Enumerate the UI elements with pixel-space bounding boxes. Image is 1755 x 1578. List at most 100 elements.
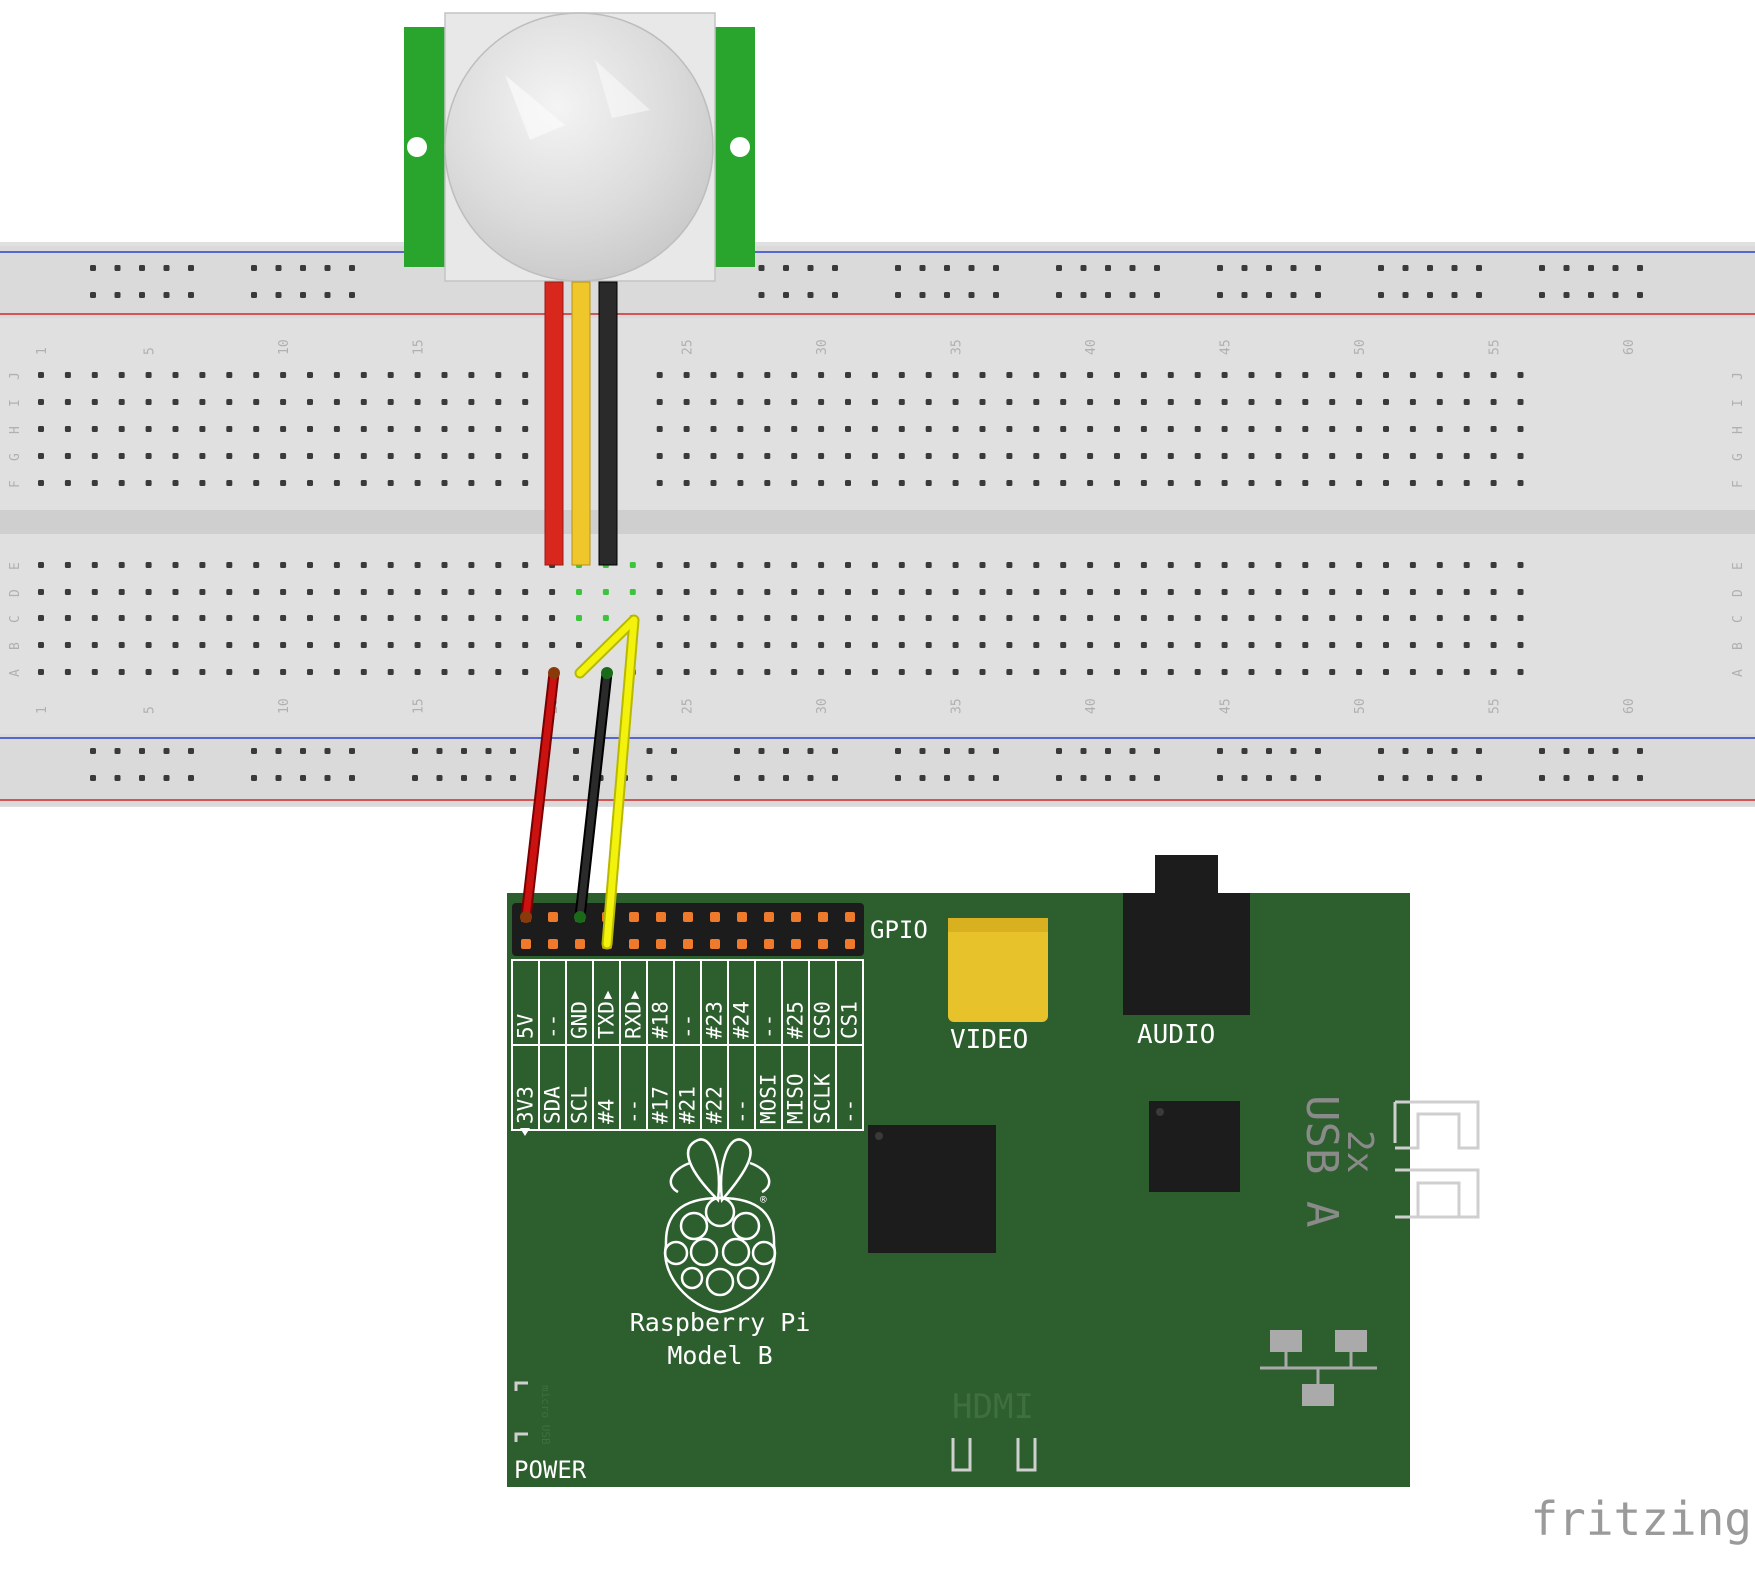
breadboard-hole xyxy=(280,615,287,621)
breadboard-hole xyxy=(145,615,152,621)
breadboard-hole xyxy=(818,426,825,432)
breadboard-hole xyxy=(871,562,878,568)
rail-hole xyxy=(114,265,121,271)
breadboard-hole xyxy=(1490,453,1497,459)
breadboard-hole xyxy=(1275,426,1282,432)
breadboard-hole xyxy=(791,562,798,568)
breadboard-hole xyxy=(1114,426,1120,432)
breadboard-hole xyxy=(1167,615,1174,621)
breadboard-hole xyxy=(683,453,690,459)
rail-hole xyxy=(1105,265,1111,271)
breadboard-hole xyxy=(199,480,206,486)
breadboard-hole xyxy=(1490,669,1497,675)
breadboard-hole xyxy=(1517,399,1524,405)
breadboard-hole xyxy=(1329,372,1336,378)
breadboard-hole xyxy=(602,589,609,595)
rail-hole xyxy=(919,748,926,754)
breadboard-hole xyxy=(387,480,394,486)
breadboard-hole xyxy=(1275,589,1282,595)
rail-hole xyxy=(300,292,306,298)
rail-hole xyxy=(1378,292,1384,298)
breadboard-hole xyxy=(199,453,206,459)
breadboard-hole xyxy=(414,372,421,378)
breadboard-hole xyxy=(818,589,825,595)
breadboard-hole xyxy=(952,562,959,568)
breadboard-hole xyxy=(1248,480,1255,486)
rail-hole xyxy=(139,775,145,781)
wire-black-end-bb xyxy=(601,667,613,679)
breadboard-hole xyxy=(1221,426,1228,432)
breadboard-hole xyxy=(1087,562,1094,568)
pin1-marker xyxy=(520,1128,530,1136)
breadboard-hole xyxy=(360,480,367,486)
breadboard-hole xyxy=(307,589,313,595)
breadboard-hole xyxy=(1060,399,1067,405)
breadboard-hole xyxy=(764,589,771,595)
row-letter: I xyxy=(1731,399,1746,407)
pin-label-bottom: MOSI xyxy=(757,1073,781,1124)
breadboard-hole xyxy=(1463,453,1470,459)
breadboard-hole xyxy=(871,453,878,459)
breadboard-hole xyxy=(818,642,825,648)
column-number-bottom: 35 xyxy=(950,698,965,714)
breadboard-hole xyxy=(307,642,313,648)
rail-hole xyxy=(188,292,194,298)
breadboard-hole xyxy=(1302,480,1309,486)
rail-hole xyxy=(349,265,355,271)
rail-hole xyxy=(1378,775,1384,781)
breadboard-hole xyxy=(1409,615,1416,621)
breadboard-hole xyxy=(952,426,959,432)
rail-hole xyxy=(832,292,838,298)
breadboard-hole xyxy=(1436,399,1443,405)
breadboard-hole xyxy=(307,669,313,675)
row-letter: D xyxy=(8,589,23,597)
breadboard-hole xyxy=(1248,589,1255,595)
breadboard-hole xyxy=(1356,615,1363,621)
breadboard-hole xyxy=(764,615,771,621)
rail-hole xyxy=(734,748,740,754)
breadboard-hole xyxy=(522,426,529,432)
breadboard-hole xyxy=(683,372,690,378)
column-number-bottom: 15 xyxy=(412,698,427,714)
rail-hole xyxy=(1612,775,1619,781)
rail-hole xyxy=(895,775,901,781)
breadboard-hole xyxy=(307,480,313,486)
breadboard-hole xyxy=(145,372,152,378)
breadboard-hole xyxy=(1114,615,1120,621)
rail-hole xyxy=(993,292,999,298)
breadboard-hole xyxy=(1006,480,1013,486)
breadboard-hole xyxy=(818,669,825,675)
breadboard-hole xyxy=(307,426,313,432)
breadboard-hole xyxy=(468,453,475,459)
breadboard-hole xyxy=(145,453,152,459)
rail-hole xyxy=(1056,292,1062,298)
row-letter: J xyxy=(1731,372,1746,380)
rail-hole xyxy=(1056,775,1062,781)
row-letter: C xyxy=(1731,615,1746,623)
breadboard-hole xyxy=(737,589,744,595)
breadboard-hole xyxy=(253,372,260,378)
breadboard-hole xyxy=(118,453,125,459)
breadboard-hole xyxy=(845,615,851,621)
breadboard-hole xyxy=(1490,562,1497,568)
gpio-pin xyxy=(710,912,720,922)
breadboard-hole xyxy=(64,562,71,568)
breadboard-hole xyxy=(871,426,878,432)
breadboard-hole xyxy=(1248,399,1255,405)
breadboard-hole xyxy=(952,399,959,405)
breadboard-hole xyxy=(1114,642,1120,648)
breadboard-hole xyxy=(1356,642,1363,648)
soc-chip xyxy=(868,1125,996,1253)
column-number-bottom: 60 xyxy=(1622,698,1637,714)
breadboard-hole xyxy=(683,615,690,621)
breadboard-hole xyxy=(145,642,152,648)
pin-label-bottom: SDA xyxy=(541,1086,565,1124)
breadboard-hole xyxy=(280,589,287,595)
rail-hole xyxy=(944,265,950,271)
rail-hole xyxy=(968,292,975,298)
hdmi-port-left xyxy=(951,1438,972,1472)
breadboard-hole xyxy=(253,562,260,568)
breadboard-hole xyxy=(791,372,798,378)
rail-hole xyxy=(1056,265,1062,271)
breadboard-hole xyxy=(360,399,367,405)
